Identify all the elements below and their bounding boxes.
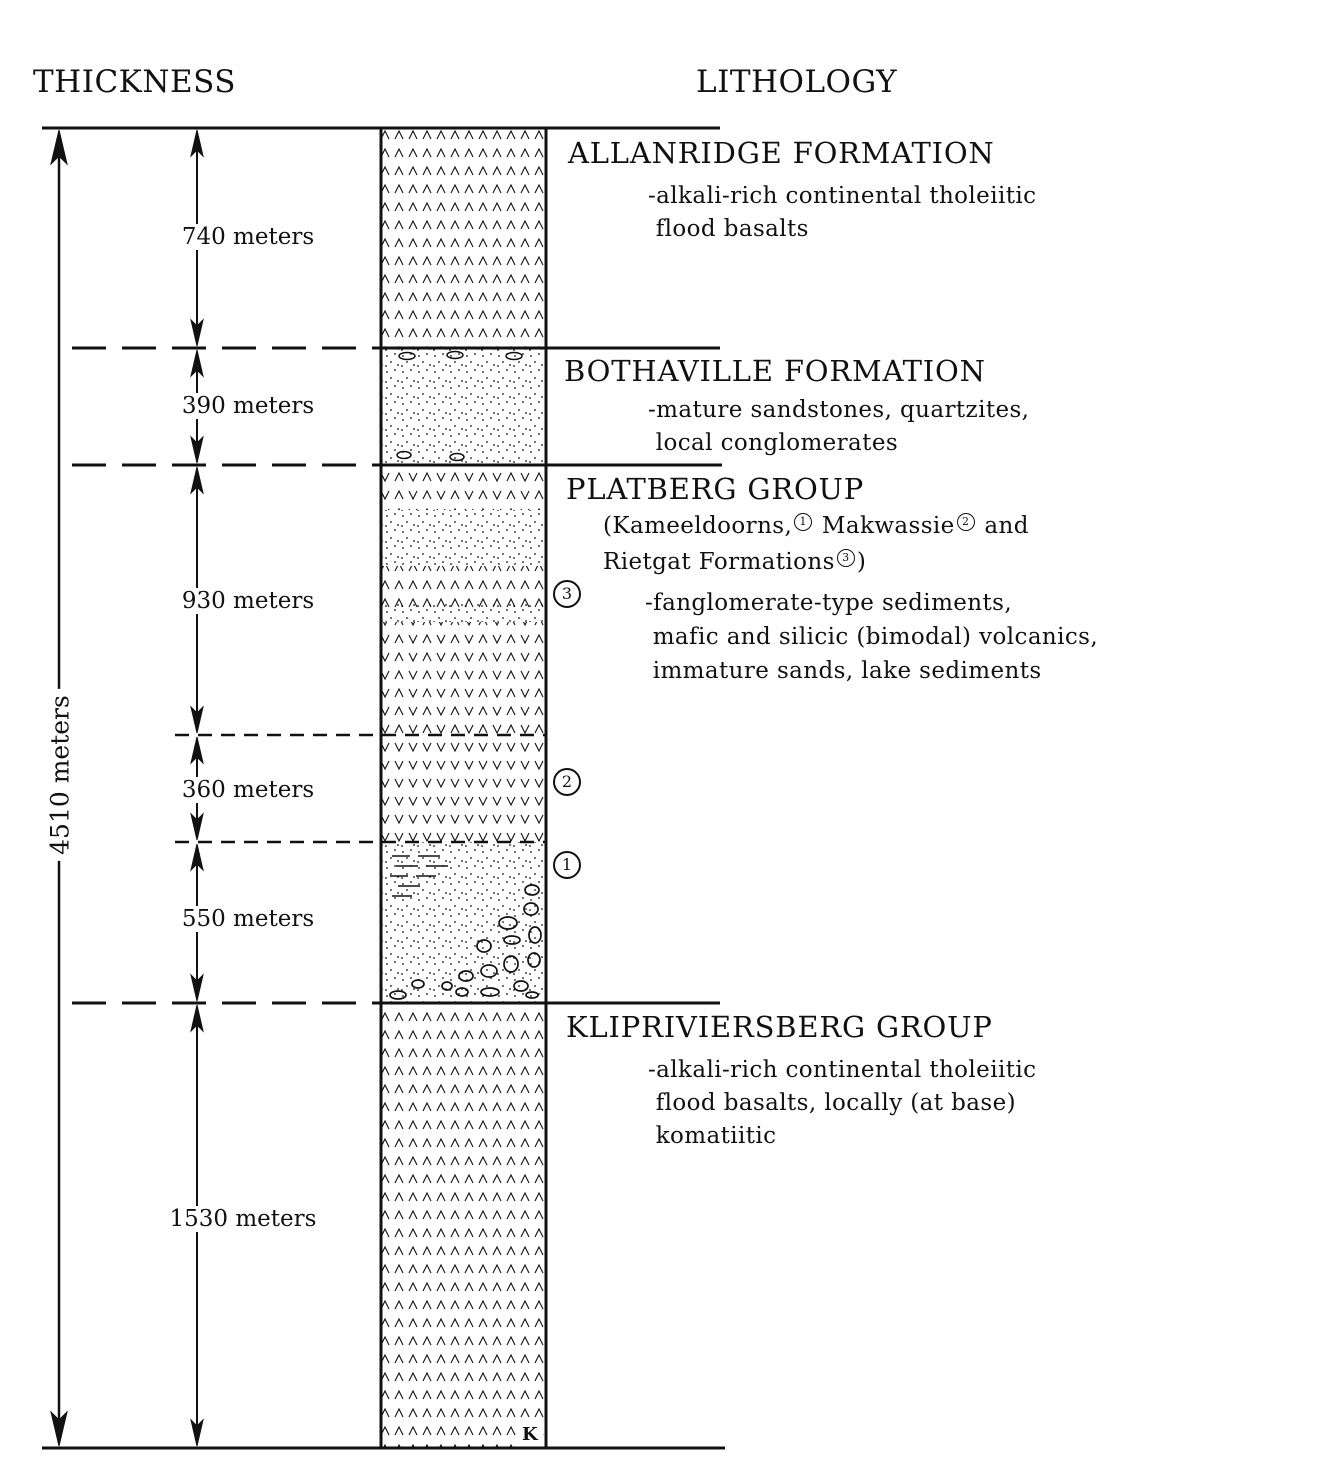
marker-3-superscript: 3 xyxy=(836,549,855,567)
kameeldoorns-lake-laminae xyxy=(390,855,448,897)
marker-3-rietgat: 3 xyxy=(553,580,581,608)
makwassie-name: Makwassie xyxy=(821,513,955,539)
rietgat-name: Rietgat Formations xyxy=(603,549,835,575)
marker-1-superscript: 1 xyxy=(794,513,813,531)
marker-1-kameeldoorns: 1 xyxy=(553,851,581,879)
closing-paren: ) xyxy=(856,549,867,575)
rietgat-mixed-lower xyxy=(381,622,545,735)
allanridge-pattern xyxy=(381,128,545,348)
and-text: and xyxy=(984,513,1029,539)
makwassie-pattern xyxy=(381,735,545,842)
thickness-rietgat: 930 meters xyxy=(118,588,378,614)
bothaville-title: BOTHAVILLE FORMATION xyxy=(564,354,986,388)
marker-2-makwassie: 2 xyxy=(553,768,581,796)
rietgat-basalt-mid xyxy=(381,566,545,608)
column-base-label: K xyxy=(522,1424,538,1445)
platberg-description: -fanglomerate-type sediments, mafic and … xyxy=(645,590,1099,684)
klipriviersberg-description: -alkali-rich continental tholeiitic floo… xyxy=(648,1057,1037,1149)
bothaville-pebbles xyxy=(396,350,523,462)
marker-2-superscript: 2 xyxy=(956,513,975,531)
rietgat-sand-2 xyxy=(381,604,545,622)
allanridge-description: -alkali-rich continental tholeiitic floo… xyxy=(648,183,1037,242)
bothaville-description: -mature sandstones, quartzites, local co… xyxy=(648,397,1030,456)
bothaville-pattern xyxy=(381,348,545,465)
k-label-backdrop xyxy=(519,1425,543,1447)
thickness-makwassie: 360 meters xyxy=(118,777,378,803)
allanridge-title: ALLANRIDGE FORMATION xyxy=(568,136,995,170)
kameeldoorns-conglomerate-clasts xyxy=(389,884,542,1000)
thickness-header: THICKNESS xyxy=(33,64,237,100)
klipriviersberg-title: KLIPRIVIERSBERG GROUP xyxy=(566,1010,993,1044)
rietgat-sand-1 xyxy=(381,510,545,566)
thickness-klipriviersberg: 1530 meters xyxy=(113,1206,373,1232)
lithology-header: LITHOLOGY xyxy=(696,64,898,100)
thickness-allanridge: 740 meters xyxy=(118,224,378,250)
platberg-title: PLATBERG GROUP xyxy=(566,472,865,506)
rietgat-basalt-top xyxy=(381,465,545,510)
thickness-bothaville: 390 meters xyxy=(118,393,378,419)
kameeldoorns-name: (Kameeldoorns, xyxy=(603,513,793,539)
total-thickness-text: 4510 meters xyxy=(45,689,75,861)
total-thickness-label: 4510 meters xyxy=(18,689,102,861)
thickness-kameeldoorns: 550 meters xyxy=(118,906,378,932)
klipriviersberg-pattern xyxy=(381,1003,545,1448)
